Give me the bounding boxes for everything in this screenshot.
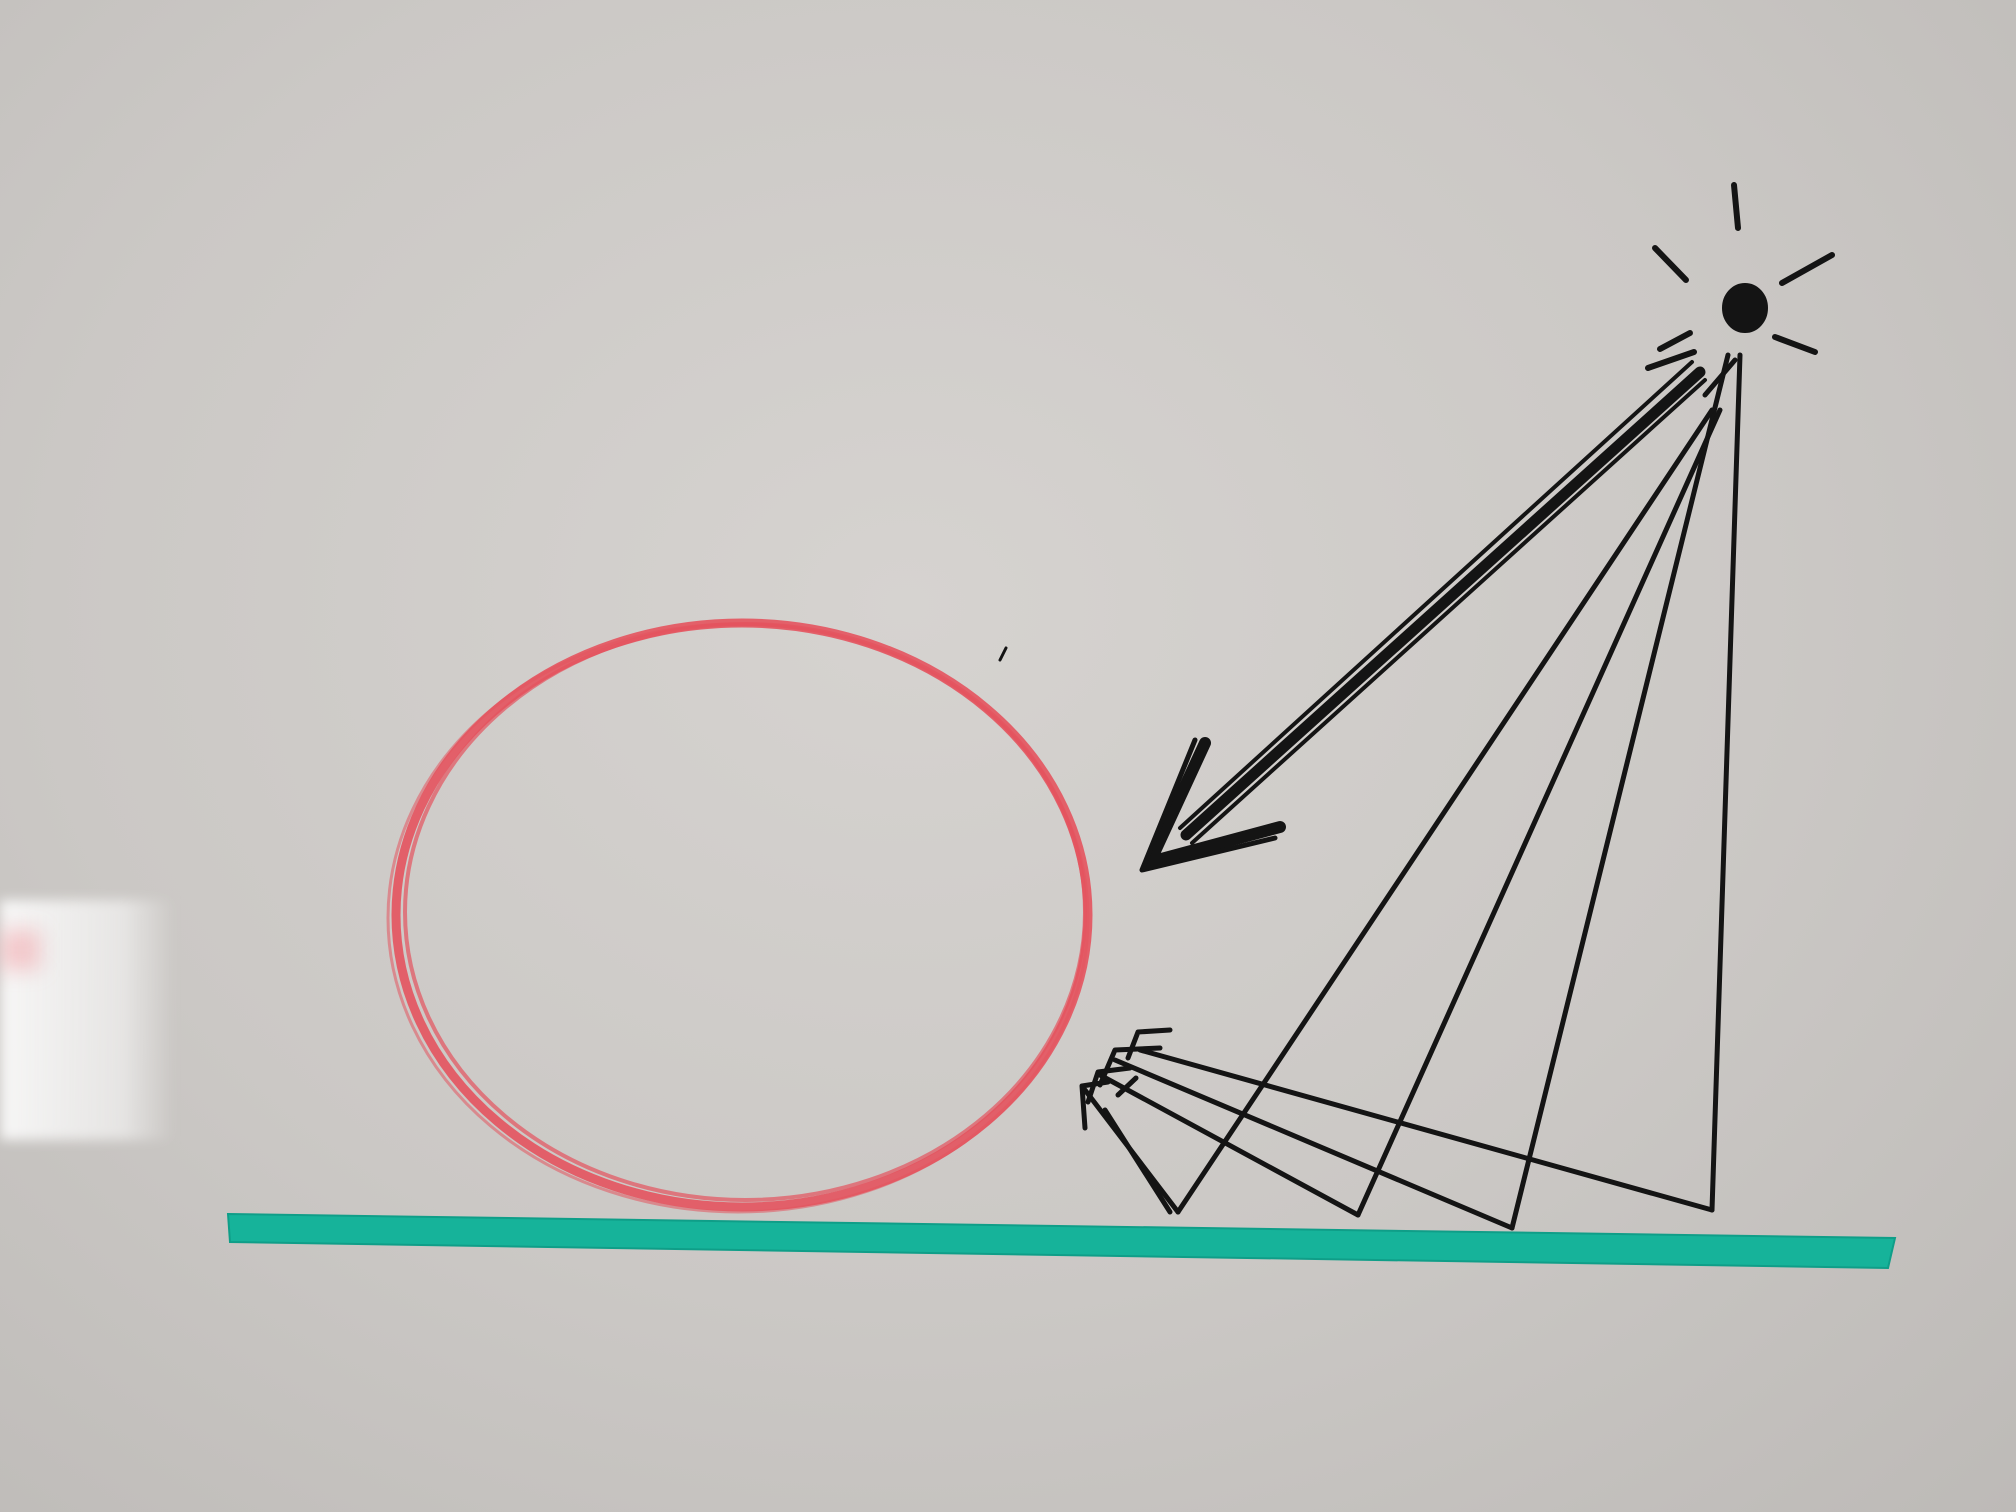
fan-rays xyxy=(1175,352,1743,1231)
small-mark xyxy=(998,646,1008,662)
light-glare-tint xyxy=(0,930,40,970)
sun-icon xyxy=(1652,182,1835,355)
ground-line xyxy=(226,1212,1897,1270)
reflected-arrowheads xyxy=(1079,1027,1173,1131)
reflected-rays xyxy=(1082,1047,1715,1231)
light-glare xyxy=(0,900,175,1140)
ray-tick xyxy=(1645,349,1697,371)
direct-ray-arrow xyxy=(1139,360,1707,873)
red-circle xyxy=(386,618,1093,1214)
